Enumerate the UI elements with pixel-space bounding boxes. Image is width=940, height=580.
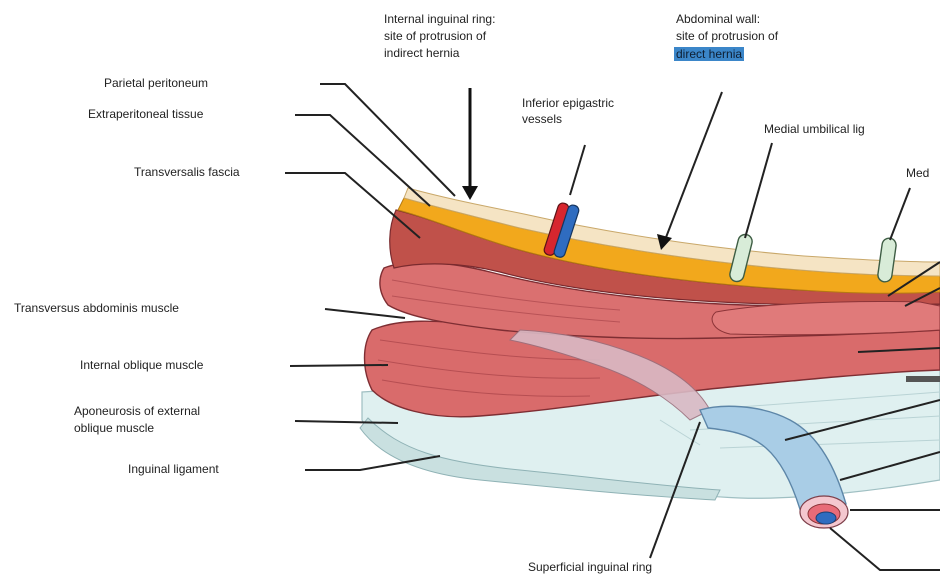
label-abdominal-wall-line1: Abdominal wall: xyxy=(676,12,760,27)
right-edge-marker xyxy=(906,376,940,382)
leader-median xyxy=(890,188,910,240)
leader-epigastric xyxy=(570,145,585,195)
label-parietal-peritoneum: Parietal peritoneum xyxy=(104,76,208,91)
label-extraperitoneal-tissue: Extraperitoneal tissue xyxy=(88,107,203,122)
label-medial-umbilical: Medial umbilical lig xyxy=(764,122,865,137)
label-medial-truncated: Med xyxy=(906,166,929,181)
label-internal-oblique: Internal oblique muscle xyxy=(80,358,203,373)
label-transversus-abdominis: Transversus abdominis muscle xyxy=(14,301,179,316)
leader-abdominal-wall xyxy=(665,92,722,240)
label-superficial-inguinal-ring: Superficial inguinal ring xyxy=(528,560,652,575)
label-transversalis-fascia: Transversalis fascia xyxy=(134,165,240,180)
label-aponeurosis-line1: Aponeurosis of external xyxy=(74,404,200,419)
label-abdominal-wall-line2: site of protrusion of xyxy=(676,29,778,44)
leader-internal-oblique xyxy=(290,365,388,366)
label-internal-inguinal-ring-line1: Internal inguinal ring: xyxy=(384,12,495,27)
label-inferior-epigastric-line2: vessels xyxy=(522,112,562,127)
label-aponeurosis-line2: oblique muscle xyxy=(74,421,154,436)
label-abdominal-wall-line3: direct hernia xyxy=(674,47,744,62)
cord-cross-section-inner xyxy=(816,512,836,524)
label-internal-inguinal-ring-line2: site of protrusion of xyxy=(384,29,486,44)
label-inferior-epigastric-line1: Inferior epigastric xyxy=(522,96,614,111)
direct-hernia-highlight: direct hernia xyxy=(674,47,744,61)
label-inguinal-ligament: Inguinal ligament xyxy=(128,462,219,477)
label-internal-inguinal-ring-line3: indirect hernia xyxy=(384,46,459,61)
leader-transversus xyxy=(325,309,405,318)
leader-cord-5 xyxy=(830,528,940,570)
leader-medial-umbilical xyxy=(745,143,772,238)
arrow-internal-ring-head xyxy=(462,186,478,200)
leader-parietal-peritoneum xyxy=(320,84,455,196)
